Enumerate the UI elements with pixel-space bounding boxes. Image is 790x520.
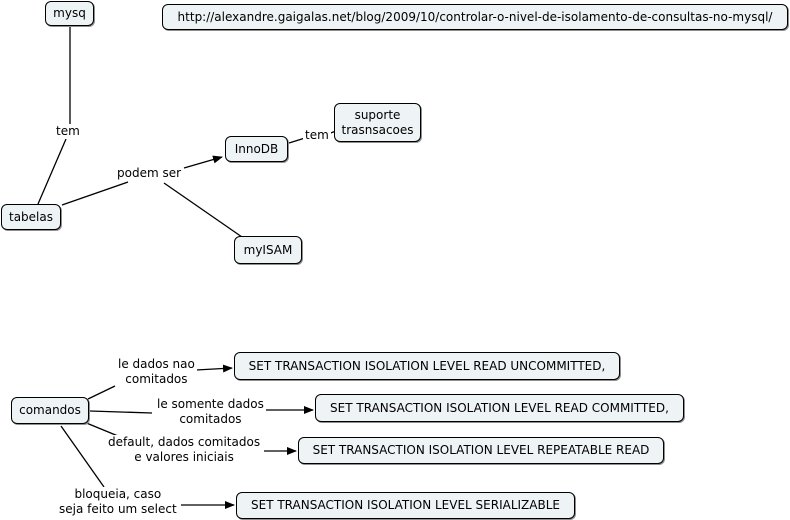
node-repeatable-read[interactable]: SET TRANSACTION ISOLATION LEVEL REPEATAB… — [298, 437, 664, 464]
line-comandos-le-dados — [87, 385, 116, 400]
node-tabelas[interactable]: tabelas — [1, 204, 61, 230]
line-comandos-bloqueia — [60, 425, 105, 488]
line-comandos-le-somente — [89, 410, 153, 414]
line-innodb-tem — [288, 137, 306, 144]
node-suporte-transacoes[interactable]: suporte trasnsacoes — [334, 103, 421, 142]
link-label-le-somente-dados-comitados: le somente dados comitados — [155, 397, 266, 427]
line-podem-ser-innodb — [183, 155, 223, 169]
line-le-dados-uncommitted — [195, 364, 233, 373]
link-label-bloqueia: bloqueia, caso seja feito um select — [57, 487, 179, 517]
node-mysq[interactable]: mysq — [45, 1, 94, 26]
node-serializable[interactable]: SET TRANSACTION ISOLATION LEVEL SERIALIZ… — [236, 492, 575, 519]
line-comandos-default — [83, 421, 119, 437]
link-label-tem-innodb: tem — [303, 128, 331, 143]
node-myisam[interactable]: myISAM — [234, 236, 302, 264]
node-url[interactable]: http://alexandre.gaigalas.net/blog/2009/… — [162, 4, 788, 30]
link-label-tem: tem — [54, 124, 82, 139]
link-label-default: default, dados comitados e valores inici… — [106, 435, 263, 465]
node-read-uncommitted[interactable]: SET TRANSACTION ISOLATION LEVEL READ UNC… — [234, 352, 620, 380]
line-podem-ser-myisam — [163, 182, 243, 238]
node-read-committed[interactable]: SET TRANSACTION ISOLATION LEVEL READ COM… — [315, 394, 684, 422]
line-tem-tabelas — [37, 138, 67, 205]
link-label-le-dados-nao-comitados: le dados nao comitados — [116, 357, 197, 387]
node-comandos[interactable]: comandos — [11, 397, 89, 424]
line-tabelas-podem-ser — [61, 181, 129, 206]
node-innodb[interactable]: InnoDB — [225, 136, 288, 162]
link-label-podem-ser: podem ser — [115, 166, 184, 181]
